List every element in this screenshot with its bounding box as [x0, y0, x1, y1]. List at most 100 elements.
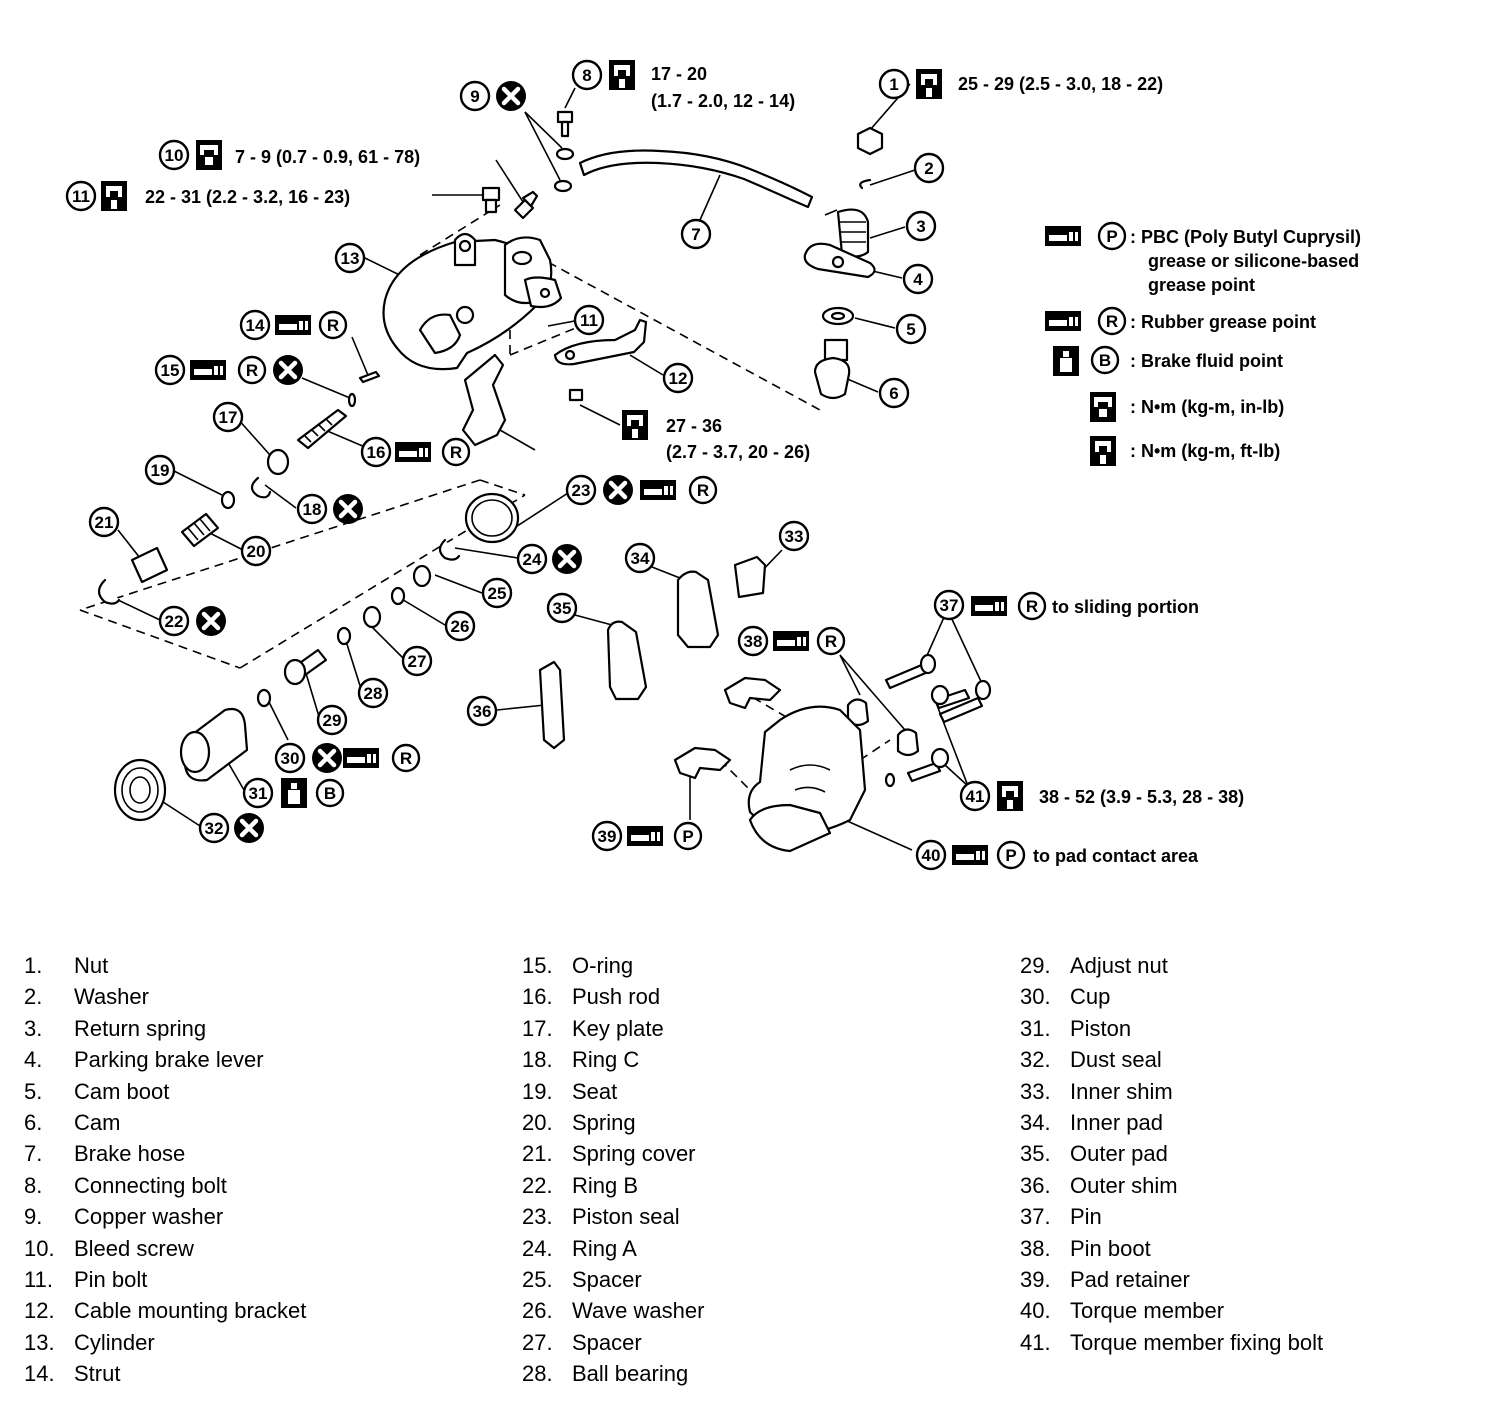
replace-x-icon — [273, 355, 303, 385]
svg-text:15: 15 — [161, 361, 180, 380]
legend-pbc-line3: grease point — [1148, 275, 1255, 295]
callout-20: 20 — [240, 535, 272, 567]
callout-12: 12 — [662, 362, 694, 394]
list-item: 10.Bleed screw — [24, 1235, 194, 1261]
spec-nut: 25 - 29 (2.5 - 3.0, 18 - 22) — [958, 74, 1163, 94]
grease-icon — [1045, 226, 1081, 246]
grease-icon — [395, 442, 431, 462]
exploded-view-diagram: 1 2 3 4 5 6 7 8 9 10 11 11 12 13 14 15 1… — [65, 59, 1361, 871]
callout-28: 28 — [357, 677, 389, 709]
legend-inlb: : N•m (kg-m, in-lb) — [1130, 397, 1284, 417]
brake-fluid-icon — [281, 778, 307, 808]
svg-text:8: 8 — [582, 66, 591, 85]
list-item: 27.Spacer — [522, 1329, 642, 1355]
spec-pin-bolt: 22 - 31 (2.2 - 3.2, 16 - 23) — [145, 187, 350, 207]
list-item: 8.Connecting bolt — [24, 1172, 227, 1198]
list-item: 19.Seat — [522, 1078, 618, 1104]
list-item: 28.Ball bearing — [522, 1361, 689, 1387]
torque-inlb-icon — [1090, 392, 1116, 422]
callout-17: 17 — [212, 401, 244, 433]
svg-text:9: 9 — [470, 87, 479, 106]
svg-text:31: 31 — [249, 784, 268, 803]
callout-34: 34 — [624, 542, 656, 574]
callout-38: 38 — [737, 625, 769, 657]
grease-icon — [640, 480, 676, 500]
svg-text:40: 40 — [922, 846, 941, 865]
svg-text:R: R — [825, 632, 837, 651]
svg-text:1: 1 — [889, 75, 898, 94]
callout-8: 8 — [571, 59, 603, 91]
rubber-grease-badge: R — [816, 626, 846, 656]
list-item: 41.Torque member fixing bolt — [1020, 1329, 1324, 1355]
list-item: 34.Inner pad — [1020, 1109, 1163, 1135]
callout-7: 7 — [680, 218, 712, 250]
brake-fluid-badge: B — [315, 778, 345, 808]
svg-text:17: 17 — [219, 408, 238, 427]
svg-text:16: 16 — [367, 443, 386, 462]
svg-text:R: R — [400, 749, 412, 768]
callout-37: 37 — [933, 589, 965, 621]
list-item: 23.Piston seal — [522, 1204, 680, 1230]
callout-22: 22 — [158, 605, 190, 637]
list-item: 32.Dust seal — [1020, 1047, 1162, 1073]
callouts: 1 2 3 4 5 6 7 8 9 10 11 11 12 13 14 15 1… — [65, 59, 991, 871]
grease-icon — [971, 596, 1007, 616]
legend-rubber: : Rubber grease point — [1130, 312, 1316, 332]
list-item: 40.Torque member — [1020, 1298, 1225, 1324]
svg-text:35: 35 — [553, 599, 572, 618]
svg-text:R: R — [1106, 312, 1118, 331]
svg-text:25: 25 — [488, 584, 507, 603]
list-item: 17.Key plate — [522, 1015, 664, 1041]
callout-18: 18 — [296, 493, 328, 525]
rubber-grease-badge: R — [1097, 306, 1127, 336]
callout-31: 31 — [242, 777, 274, 809]
pbc-grease-badge: P — [996, 840, 1026, 870]
callout-4: 4 — [902, 263, 934, 295]
brake-fluid-badge: B — [1090, 345, 1120, 375]
svg-text:P: P — [1005, 846, 1016, 865]
grease-icon — [773, 631, 809, 651]
rubber-grease-badge: R — [688, 475, 718, 505]
callout-6: 6 — [878, 377, 910, 409]
svg-text:7: 7 — [691, 225, 700, 244]
rubber-grease-badge: R — [318, 310, 348, 340]
callout-35: 35 — [546, 592, 578, 624]
grease-icon — [275, 315, 311, 335]
list-item: 11.Pin bolt — [24, 1266, 148, 1292]
list-item: 7.Brake hose — [24, 1141, 186, 1167]
svg-text:R: R — [246, 361, 258, 380]
list-item: 4.Parking brake lever — [24, 1047, 264, 1073]
svg-text:34: 34 — [631, 549, 650, 568]
list-item: 16.Push rod — [522, 984, 661, 1010]
symbol-legend: P : PBC (Poly Butyl Cuprysil) grease or … — [1045, 221, 1361, 466]
svg-text:11: 11 — [580, 311, 598, 330]
spec-bracket-bolt: 27 - 36 — [666, 416, 722, 436]
spec-connecting-bolt-sub: (1.7 - 2.0, 12 - 14) — [651, 91, 795, 111]
pbc-grease-badge: P — [673, 821, 703, 851]
svg-text:R: R — [327, 316, 339, 335]
svg-text:20: 20 — [247, 542, 266, 561]
replace-x-icon — [333, 494, 363, 524]
callout-15: 15 — [154, 354, 186, 386]
callout-2: 2 — [913, 152, 945, 184]
callout-36: 36 — [466, 695, 498, 727]
grease-icon — [952, 845, 988, 865]
callout-40: 40 — [915, 839, 947, 871]
spec-connecting-bolt: 17 - 20 — [651, 64, 707, 84]
svg-text:39: 39 — [598, 827, 617, 846]
parts-column-2: 15.O-ring 16.Push rod 17.Key plate 18.Ri… — [522, 950, 704, 1389]
rubber-grease-badge: R — [1017, 591, 1047, 621]
svg-text:38: 38 — [744, 632, 763, 651]
svg-text:22: 22 — [165, 612, 184, 631]
list-item: 15.O-ring — [522, 953, 634, 978]
list-item: 9.Copper washer — [24, 1204, 224, 1230]
callout-19: 19 — [144, 454, 176, 486]
grease-icon — [627, 826, 663, 846]
callout-13: 13 — [334, 242, 366, 274]
parts-column-3: 29.Adjust nut 30.Cup 31.Piston 32.Dust s… — [1020, 950, 1323, 1358]
svg-text:10: 10 — [165, 146, 184, 165]
svg-text:R: R — [450, 443, 462, 462]
parts-column-1: 1.Nut 2.Washer 3.Return spring 4.Parking… — [24, 950, 306, 1389]
torque-inlb-icon — [196, 140, 222, 170]
svg-text:P: P — [1106, 227, 1117, 246]
